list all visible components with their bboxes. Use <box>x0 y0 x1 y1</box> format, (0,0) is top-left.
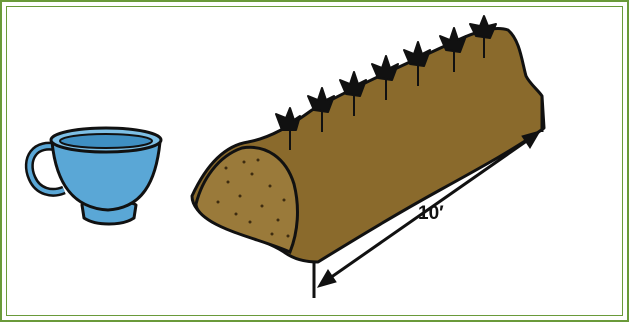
dimension-arrowhead-left <box>318 270 336 287</box>
teacup-icon <box>29 128 161 224</box>
soil-ridge-icon <box>192 16 544 262</box>
length-label: 10′ <box>418 203 444 224</box>
